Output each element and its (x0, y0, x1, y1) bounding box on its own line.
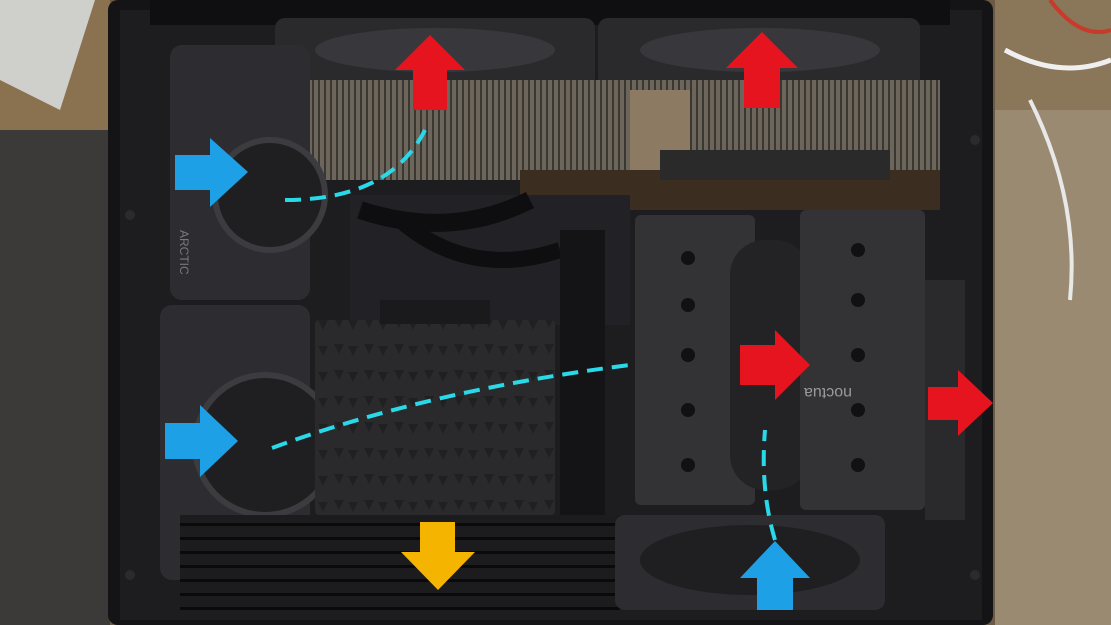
gpu (280, 80, 940, 210)
airflow-path-cooler (761, 429, 777, 541)
intake-arrow-bottom (740, 541, 810, 610)
fan-brand-label: ARCTIC (177, 230, 191, 275)
cooler-brand-label: noctua (804, 384, 852, 401)
airflow-overlay (165, 32, 993, 610)
exhaust-arrow-top-left (395, 35, 465, 110)
bottom-vent (180, 515, 620, 610)
intake-arrow-front-upper (175, 138, 248, 207)
airflow-path-gpu (284, 129, 427, 202)
exhaust-arrow-cooler (740, 330, 810, 400)
cpu-cooler: noctua (635, 210, 965, 520)
power-supply (315, 300, 555, 515)
bottom-fan (615, 515, 885, 610)
airflow-path-psu (271, 363, 631, 450)
intake-arrow-front-lower (165, 405, 238, 477)
exhaust-arrow-top-right (726, 32, 798, 108)
exhaust-arrow-rear (928, 370, 993, 436)
front-fans: ARCTIC (160, 45, 338, 580)
exhaust-arrow-psu-bottom (401, 522, 475, 590)
